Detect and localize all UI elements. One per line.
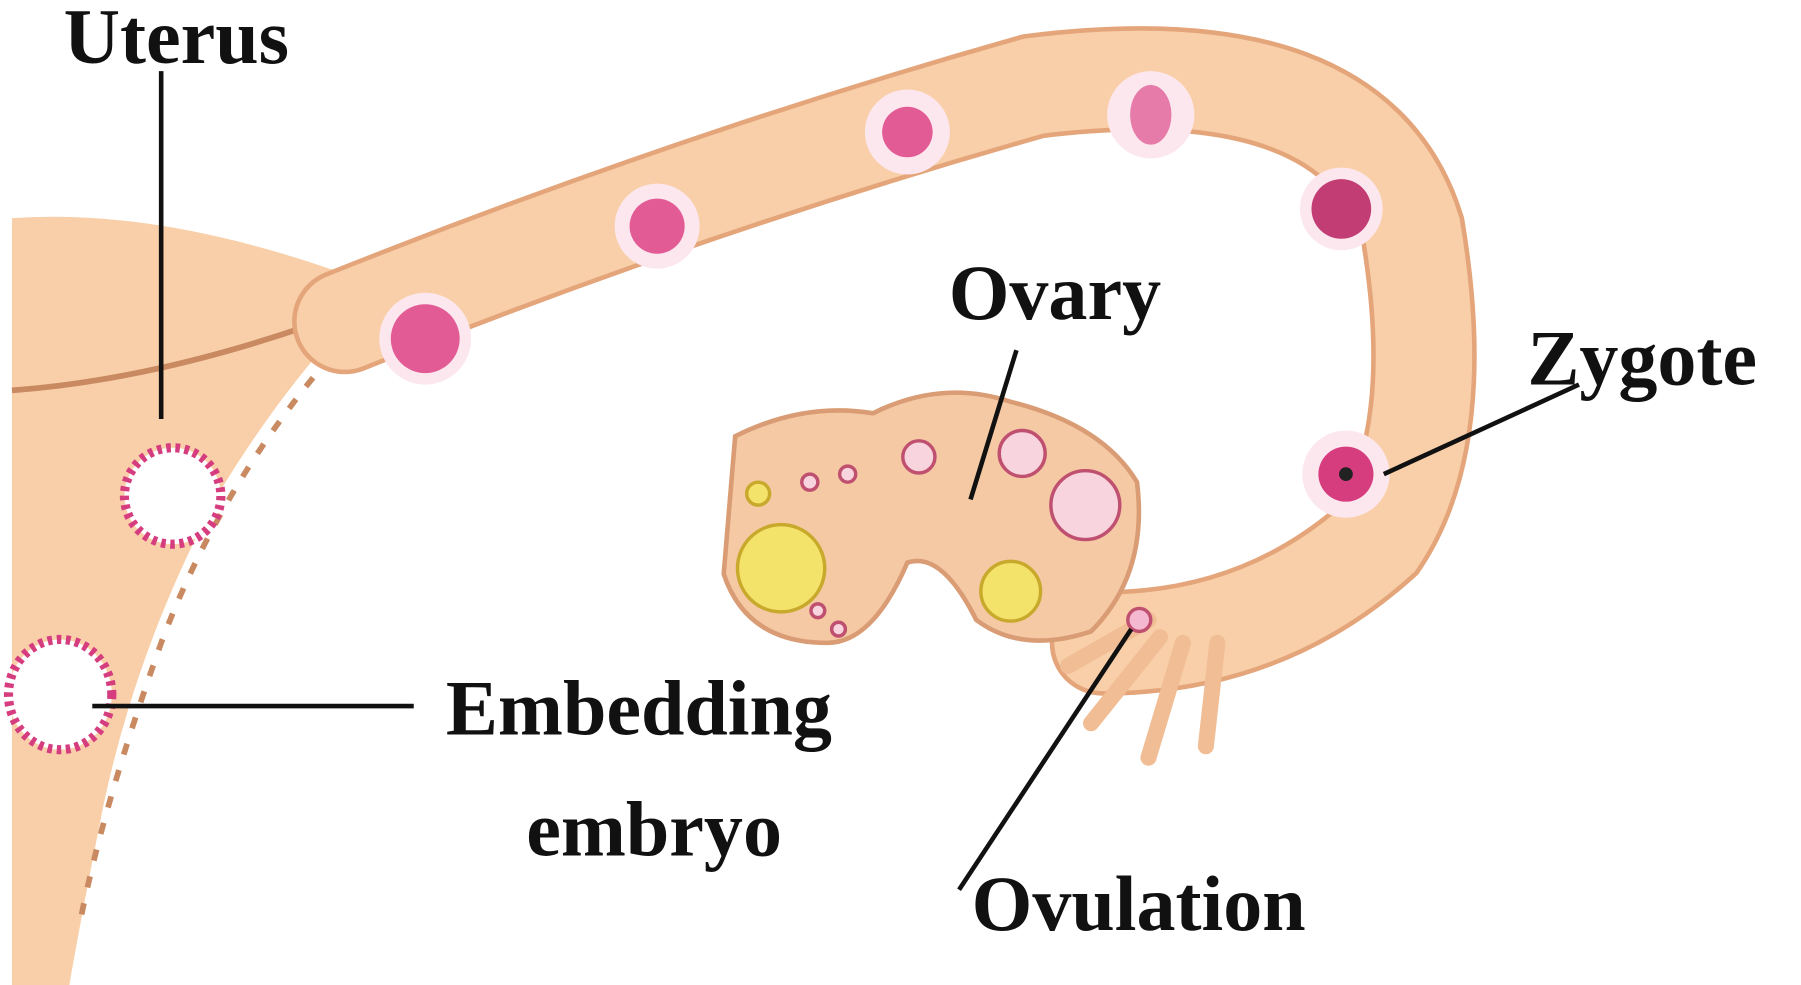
- ovary-leader: [968, 349, 1019, 501]
- label-embryo: embryo: [526, 785, 782, 872]
- ovulation-leader: [957, 627, 1134, 891]
- label-uterus: Uterus: [64, 0, 289, 80]
- uterus-lining-lower: [78, 313, 370, 919]
- label-zygote: Zygote: [1527, 315, 1757, 402]
- embryo-stages: [3, 71, 1390, 755]
- corpus-luteum: [735, 480, 1043, 623]
- uterus-wall: [11, 216, 380, 985]
- fallopian-tube-inner: [296, 30, 1473, 692]
- zygote-leader: [1382, 382, 1580, 477]
- follicles: [800, 428, 1122, 638]
- label-ovary: Ovary: [949, 249, 1161, 336]
- label-ovulation: Ovulation: [972, 860, 1306, 947]
- label-embedding: Embedding: [446, 665, 832, 752]
